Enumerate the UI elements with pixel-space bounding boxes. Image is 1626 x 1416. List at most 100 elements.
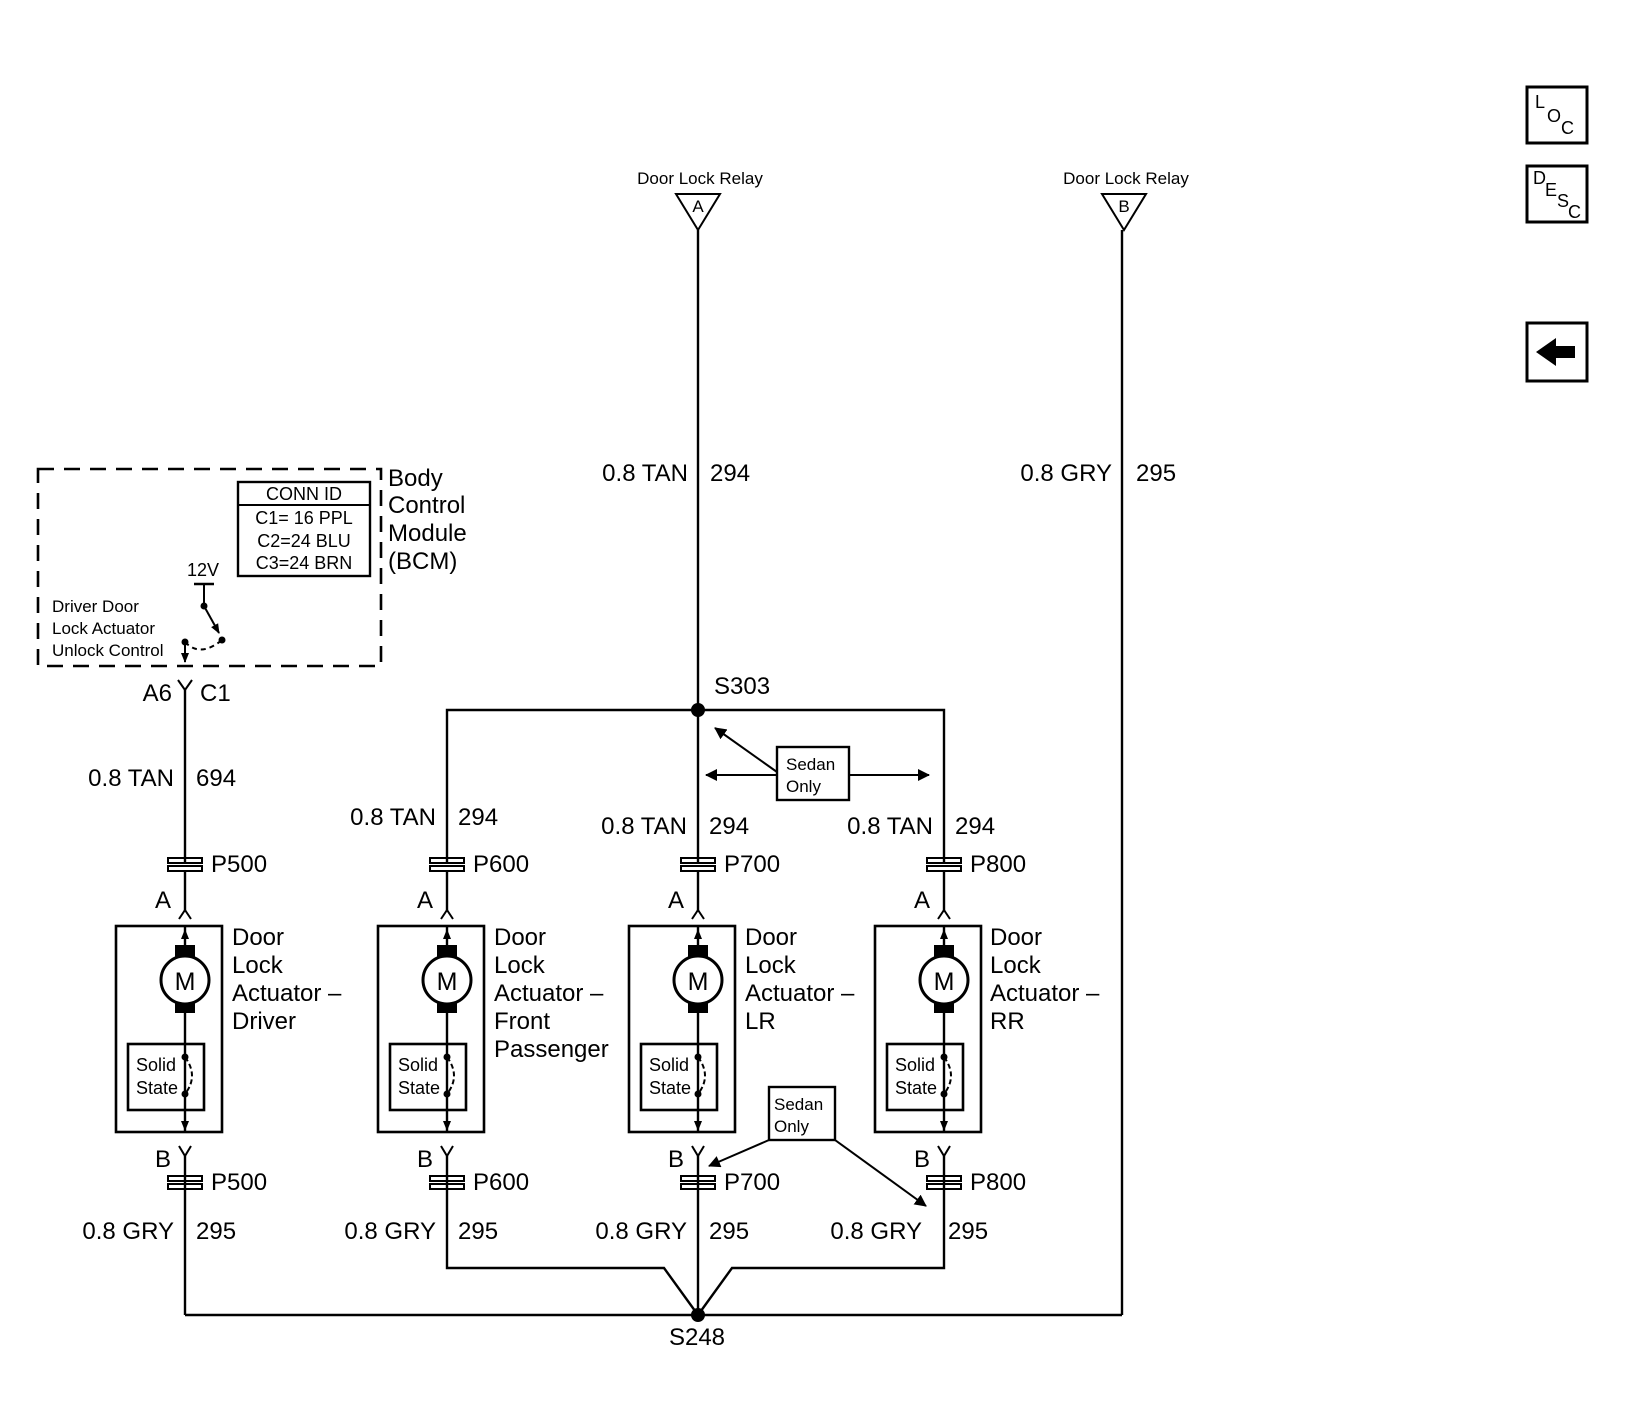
driver-name-line-3: Actuator – — [232, 980, 342, 1007]
rr-upper-connector: P800 — [970, 851, 1026, 878]
driver-motor-icon — [159, 954, 211, 1006]
driver-feed-circuit: 694 — [196, 765, 236, 792]
svg-text:L: L — [1535, 92, 1545, 112]
front-passenger-pin-b: B — [417, 1146, 433, 1173]
front-passenger-motor: M — [437, 968, 458, 996]
front-passenger-name-line-2: Lock — [494, 952, 546, 979]
bcm-name-line-3: Module — [388, 520, 467, 547]
front-passenger-ground-circuit: 295 — [458, 1218, 498, 1245]
front-passenger-name-line-3: Actuator – — [494, 980, 604, 1007]
lr-solid-state-box — [639, 1042, 719, 1112]
front-passenger-solid-state-box — [388, 1042, 468, 1112]
sedan-only-note-upper: Sedan Only — [705, 727, 930, 802]
driver-lower-connector: P500 — [211, 1169, 267, 1196]
svg-text:C: C — [1568, 202, 1581, 222]
conn-id-row-2: C2=24 BLU — [257, 531, 351, 551]
rr-ground-size-color: 0.8 GRY — [830, 1218, 922, 1245]
wire-294-trunk-size-color: 0.8 TAN — [602, 460, 688, 487]
rr-feed-size-color: 0.8 TAN — [847, 813, 933, 840]
rr-name-line-4: RR — [990, 1008, 1025, 1035]
lr-ground-size-color: 0.8 GRY — [595, 1218, 687, 1245]
lr-name-line-1: Door — [745, 924, 797, 951]
bcm-connector: C1 — [200, 680, 231, 707]
lr-name-line-4: LR — [745, 1008, 776, 1035]
front-passenger-lower-connector: P600 — [473, 1169, 529, 1196]
front-passenger-name-line-1: Door — [494, 924, 546, 951]
conn-id-row-3: C3=24 BRN — [256, 553, 353, 573]
front-passenger-name-line-5: Passenger — [494, 1036, 609, 1063]
front-passenger-feed-size-color: 0.8 TAN — [350, 804, 436, 831]
sedan-only-note-lower: Sedan Only — [708, 1085, 927, 1207]
actuator-column-driver: 0.8 TAN 694 P500 A M Solid State Door Lo… — [82, 690, 342, 1315]
front-passenger-ground-size-color: 0.8 GRY — [344, 1218, 436, 1245]
front-passenger-pin-a: A — [417, 887, 433, 914]
lr-pin-a: A — [668, 887, 684, 914]
lr-pin-b: B — [668, 1146, 684, 1173]
rr-motor: M — [934, 968, 955, 996]
lr-feed-size-color: 0.8 TAN — [601, 813, 687, 840]
driver-pin-b: B — [155, 1146, 171, 1173]
lr-feed-circuit: 294 — [709, 813, 749, 840]
rr-name-line-3: Actuator – — [990, 980, 1100, 1007]
bcm-name-line-2: Control — [388, 492, 465, 519]
actuator-column-front-passenger: 0.8 TAN 294 P600 A M Solid State Door Lo… — [344, 804, 699, 1316]
rr-lower-connector-icon — [926, 1175, 962, 1190]
relay-b-terminal-icon — [1100, 193, 1148, 232]
front-passenger-lower-connector-icon — [429, 1175, 465, 1190]
lr-lower-connector: P700 — [724, 1169, 780, 1196]
lr-name-line-3: Actuator – — [745, 980, 855, 1007]
svg-text:Solid: Solid — [398, 1055, 438, 1075]
front-passenger-name-line-4: Front — [494, 1008, 550, 1035]
left-arrow-icon — [1536, 338, 1575, 366]
svg-text:Only: Only — [774, 1117, 809, 1136]
bcm-switch-icon — [181, 582, 226, 663]
rr-motor-icon — [918, 954, 970, 1006]
desc-button[interactable]: D E S C — [1525, 164, 1589, 224]
svg-text:D: D — [1533, 168, 1546, 188]
lr-motor: M — [688, 968, 709, 996]
splice-s248-label: S248 — [669, 1324, 725, 1351]
driver-name-line-1: Door — [232, 924, 284, 951]
relay-b-title: Door Lock Relay — [1063, 169, 1189, 188]
bcm-control-line-1: Driver Door — [52, 597, 139, 616]
relay-a-terminal-icon — [674, 193, 722, 232]
driver-ground-circuit: 295 — [196, 1218, 236, 1245]
actuator-column-lr: 0.8 TAN 294 P700 A M Solid State Door Lo… — [595, 710, 855, 1315]
driver-solid-state-box — [126, 1042, 206, 1112]
loc-button[interactable]: L O C — [1525, 85, 1589, 145]
relay-a-title: Door Lock Relay — [637, 169, 763, 188]
bcm-name-line-1: Body — [388, 465, 443, 492]
svg-text:O: O — [1547, 106, 1561, 126]
lr-name-line-2: Lock — [745, 952, 797, 979]
wire-295-trunk-size-color: 0.8 GRY — [1020, 460, 1112, 487]
bcm-control-line-3: Unlock Control — [52, 641, 164, 660]
bcm-pin: A6 — [143, 680, 172, 707]
splice-s248-dot — [691, 1308, 705, 1322]
back-button[interactable] — [1525, 321, 1589, 383]
rr-solid-state-box — [885, 1042, 965, 1112]
svg-text:Solid: Solid — [136, 1055, 176, 1075]
svg-text:C: C — [1561, 118, 1574, 138]
rr-name-line-1: Door — [990, 924, 1042, 951]
conn-id-title: CONN ID — [266, 484, 342, 504]
svg-text:State: State — [398, 1078, 440, 1098]
rr-pin-a: A — [914, 887, 930, 914]
svg-text:Solid: Solid — [649, 1055, 689, 1075]
conn-id-row-1: C1= 16 PPL — [255, 508, 353, 528]
svg-text:State: State — [136, 1078, 178, 1098]
driver-name-line-2: Lock — [232, 952, 284, 979]
svg-text:Only: Only — [786, 777, 821, 796]
lr-upper-connector: P700 — [724, 851, 780, 878]
door-lock-relay-a: Door Lock Relay A — [637, 169, 763, 232]
driver-pin-a: A — [155, 887, 171, 914]
bcm-control-line-2: Lock Actuator — [52, 619, 155, 638]
rr-feed-circuit: 294 — [955, 813, 995, 840]
relay-b-pin: B — [1118, 197, 1129, 216]
front-passenger-feed-circuit: 294 — [458, 804, 498, 831]
rr-ground-circuit: 295 — [948, 1218, 988, 1245]
driver-ground-size-color: 0.8 GRY — [82, 1218, 174, 1245]
front-passenger-motor-icon — [421, 954, 473, 1006]
wire-294-trunk-circuit: 294 — [710, 460, 750, 487]
body-control-module: Body Control Module (BCM) CONN ID C1= 16… — [36, 465, 467, 668]
